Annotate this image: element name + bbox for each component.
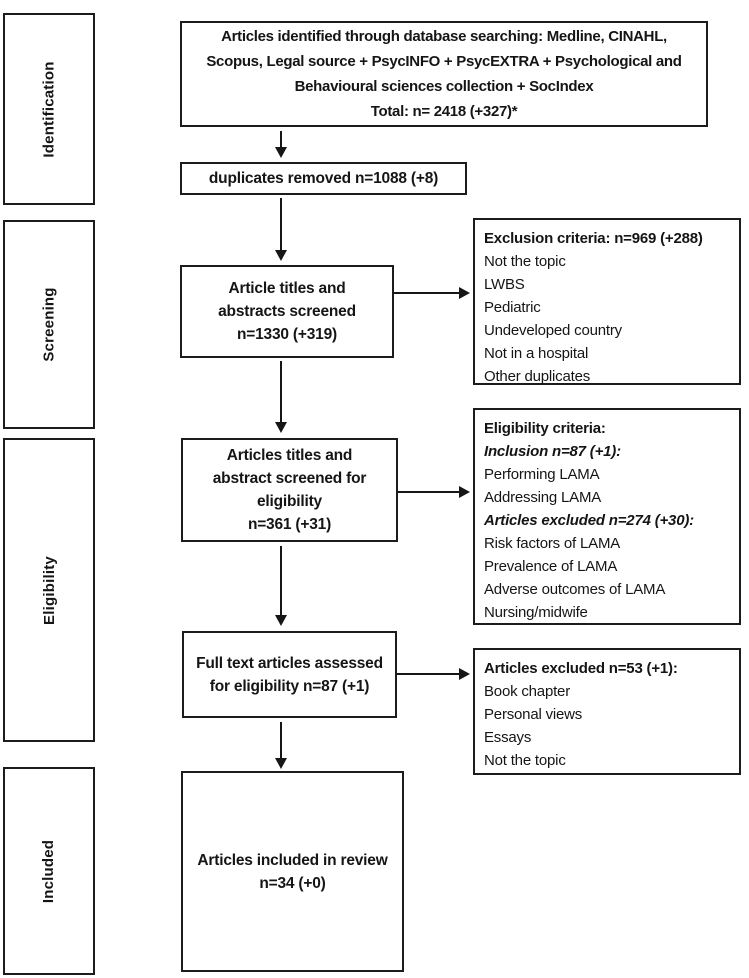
- box-text-line: Behavioural sciences collection + SocInd…: [294, 78, 594, 95]
- arrow-right-line: [397, 673, 460, 675]
- note-header: Articles excluded n=53 (+1):: [484, 660, 678, 677]
- arrow-right-icon: [459, 287, 470, 299]
- flow-box-full-text-assessed: Full text articles assessed for eligibil…: [182, 631, 397, 718]
- arrow-right-icon: [459, 486, 470, 498]
- flow-box-articles-identified: Articles identified through database sea…: [180, 21, 708, 127]
- box-text-line: n=1330 (+319): [237, 326, 337, 343]
- note-box-eligibility-criteria: Eligibility criteria: Inclusion n=87 (+1…: [473, 408, 741, 625]
- box-text-line: abstract screened for: [212, 470, 367, 487]
- stage-label-identification: Identification: [40, 60, 58, 158]
- box-text-line: Full text articles assessed: [196, 654, 383, 672]
- note-header: Eligibility criteria:: [484, 420, 606, 437]
- note-box-full-text-excluded: Articles excluded n=53 (+1): Book chapte…: [473, 648, 741, 775]
- arrow-down-icon: [275, 422, 287, 433]
- note-item: Not the topic: [484, 752, 566, 769]
- arrow-down-line: [280, 722, 282, 759]
- arrow-down-line: [280, 131, 282, 148]
- box-text-line: Articles titles and: [226, 447, 353, 464]
- arrow-down-icon: [275, 758, 287, 769]
- box-text-line: abstracts screened: [218, 303, 356, 320]
- flow-box-duplicates-removed: duplicates removed n=1088 (+8): [180, 162, 467, 195]
- flow-box-included-in-review: Articles included in review n=34 (+0): [181, 771, 404, 972]
- stage-box-screening: Screening: [3, 220, 95, 429]
- arrow-down-icon: [275, 147, 287, 158]
- note-item: Pediatric: [484, 299, 541, 316]
- arrow-down-icon: [275, 250, 287, 261]
- box-text-line: Articles identified through database sea…: [221, 28, 667, 45]
- arrow-right-icon: [459, 668, 470, 680]
- arrow-down-line: [280, 361, 282, 423]
- arrow-right-line: [398, 491, 460, 493]
- box-text-line: for eligibility n=87 (+1): [209, 677, 370, 695]
- box-text-line: duplicates removed n=1088 (+8): [208, 170, 439, 187]
- note-subheader-excluded: Articles excluded n=274 (+30):: [484, 512, 694, 529]
- box-text-line: n=34 (+0): [259, 874, 326, 892]
- note-item: Performing LAMA: [484, 466, 600, 483]
- note-subheader-inclusion: Inclusion n=87 (+1):: [484, 443, 621, 460]
- note-header: Exclusion criteria: n=969 (+288): [484, 230, 703, 247]
- note-item: Essays: [484, 729, 532, 746]
- box-text-line: eligibility: [257, 493, 322, 510]
- note-item: Undeveloped country: [484, 322, 622, 339]
- stage-box-eligibility: Eligibility: [3, 438, 95, 742]
- box-text-line: Article titles and: [228, 280, 346, 297]
- stage-label-eligibility: Eligibility: [40, 555, 58, 625]
- note-item: Book chapter: [484, 683, 570, 700]
- box-text-line: Articles included in review: [197, 851, 388, 869]
- stage-label-included: Included: [40, 839, 58, 903]
- note-item: Prevalence of LAMA: [484, 558, 618, 575]
- note-item: Addressing LAMA: [484, 489, 602, 506]
- stage-label-screening: Screening: [40, 287, 58, 362]
- box-text-line: Total: n= 2418 (+327)*: [370, 103, 518, 120]
- note-item: Adverse outcomes of LAMA: [484, 581, 666, 598]
- note-item: Risk factors of LAMA: [484, 535, 621, 552]
- note-item: Not in a hospital: [484, 345, 589, 362]
- stage-box-identification: Identification: [3, 13, 95, 205]
- note-box-exclusion-criteria: Exclusion criteria: n=969 (+288) Not the…: [473, 218, 741, 385]
- arrow-right-line: [394, 292, 460, 294]
- arrow-down-icon: [275, 615, 287, 626]
- note-item: Personal views: [484, 706, 583, 723]
- note-item: Not the topic: [484, 253, 566, 270]
- note-item: LWBS: [484, 276, 525, 293]
- flow-box-titles-abstracts-screened: Article titles and abstracts screened n=…: [180, 265, 394, 358]
- box-text-line: Scopus, Legal source + PsycINFO + PsycEX…: [206, 53, 682, 70]
- box-text-line: n=361 (+31): [247, 516, 332, 533]
- flow-box-screened-for-eligibility: Articles titles and abstract screened fo…: [181, 438, 398, 542]
- note-item: Other duplicates: [484, 368, 591, 385]
- note-item: Nursing/midwife: [484, 604, 588, 621]
- arrow-down-line: [280, 198, 282, 251]
- stage-box-included: Included: [3, 767, 95, 975]
- arrow-down-line: [280, 546, 282, 616]
